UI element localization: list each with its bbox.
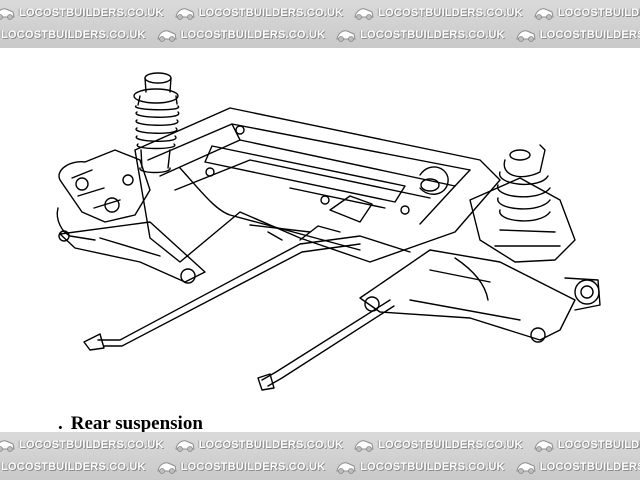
watermark-text: LOCOSTBUILDERS.CO.UK xyxy=(19,439,164,451)
car-logo-icon xyxy=(336,30,356,42)
watermark: LOCOSTBUILDERS.CO.UK xyxy=(156,25,326,45)
car-logo-icon xyxy=(516,462,536,474)
car-logo-icon xyxy=(354,440,374,452)
watermark: LOCOSTBUILDERS.CO.UK xyxy=(335,457,505,477)
right-spring-strut xyxy=(497,144,551,222)
center-bracket xyxy=(299,195,373,241)
subframe xyxy=(134,107,501,263)
watermark: LOCOSTBUILDERS.CO.UK xyxy=(533,3,640,23)
car-logo-icon xyxy=(534,440,554,452)
watermark-text: LOCOSTBUILDERS.CO.UK xyxy=(180,29,326,41)
watermark-text: LOCOSTBUILDERS.CO.UK xyxy=(198,439,344,451)
car-logo-icon xyxy=(0,8,15,20)
watermark-text: LOCOSTBUILDERS.CO.UK xyxy=(360,29,505,41)
left-lower-control-arm xyxy=(58,221,206,284)
watermark-text: LOCOSTBUILDERS.CO.UK xyxy=(198,7,344,19)
watermark-text: LOCOSTBUILDERS.CO.UK xyxy=(360,461,505,473)
anti-roll-bar xyxy=(83,235,411,391)
watermark-text: LOCOSTBUILDERS.CO.UK xyxy=(1,461,146,473)
car-logo-icon xyxy=(534,8,554,20)
watermark: LOCOSTBUILDERS.CO.UK xyxy=(0,435,164,455)
watermark-row: LOCOSTBUILDERS.CO.UK LOCOSTBUILDERS.CO.UK… xyxy=(0,25,640,45)
watermark-text: LOCOSTBUILDERS.CO.UK xyxy=(557,7,640,19)
right-upright xyxy=(469,177,601,311)
car-logo-icon xyxy=(0,440,15,452)
watermark: LOCOSTBUILDERS.CO.UK xyxy=(0,457,146,477)
car-logo-icon xyxy=(156,30,177,42)
watermark-text: LOCOSTBUILDERS.CO.UK xyxy=(557,439,640,451)
watermark-row: LOCOSTBUILDERS.CO.UK LOCOSTBUILDERS.CO.UK… xyxy=(0,435,640,455)
left-spring-strut xyxy=(133,72,180,174)
watermark-text: LOCOSTBUILDERS.CO.UK xyxy=(378,439,523,451)
watermark: LOCOSTBUILDERS.CO.UK xyxy=(174,3,344,23)
watermark: LOCOSTBUILDERS.CO.UK xyxy=(515,25,640,45)
rear-suspension-drawing xyxy=(56,72,601,391)
car-logo-icon xyxy=(354,8,374,20)
watermark: LOCOSTBUILDERS.CO.UK xyxy=(174,435,344,455)
watermark: LOCOSTBUILDERS.CO.UK xyxy=(335,25,505,45)
watermark: LOCOSTBUILDERS.CO.UK xyxy=(515,457,640,477)
watermark: LOCOSTBUILDERS.CO.UK xyxy=(353,435,523,455)
watermark-text: LOCOSTBUILDERS.CO.UK xyxy=(19,7,164,19)
watermark-text: LOCOSTBUILDERS.CO.UK xyxy=(539,461,640,473)
caption-text: Rear suspension xyxy=(70,413,203,432)
watermark: LOCOSTBUILDERS.CO.UK xyxy=(156,457,326,477)
watermark-text: LOCOSTBUILDERS.CO.UK xyxy=(1,29,146,41)
car-logo-icon xyxy=(174,8,195,20)
car-logo-icon xyxy=(156,462,177,474)
watermark-text: LOCOSTBUILDERS.CO.UK xyxy=(180,461,326,473)
watermark-text: LOCOSTBUILDERS.CO.UK xyxy=(539,29,640,41)
watermark: LOCOSTBUILDERS.CO.UK xyxy=(0,25,146,45)
caption-bullet: . xyxy=(58,413,63,432)
watermark-row: LOCOSTBUILDERS.CO.UK LOCOSTBUILDERS.CO.UK… xyxy=(0,457,640,477)
figure-caption: . Rear suspension xyxy=(58,410,203,432)
watermark-text: LOCOSTBUILDERS.CO.UK xyxy=(378,7,523,19)
watermark-row: LOCOSTBUILDERS.CO.UK LOCOSTBUILDERS.CO.UK… xyxy=(0,3,640,23)
watermark: LOCOSTBUILDERS.CO.UK xyxy=(0,3,164,23)
car-logo-icon xyxy=(336,462,356,474)
right-lower-control-arm xyxy=(359,249,576,343)
watermark: LOCOSTBUILDERS.CO.UK xyxy=(533,435,640,455)
watermark: LOCOSTBUILDERS.CO.UK xyxy=(353,3,523,23)
watermark-banner-bottom: LOCOSTBUILDERS.CO.UK LOCOSTBUILDERS.CO.UK… xyxy=(0,432,640,480)
car-logo-icon xyxy=(516,30,536,42)
left-upright xyxy=(56,149,151,241)
watermark-banner-top: LOCOSTBUILDERS.CO.UK LOCOSTBUILDERS.CO.UK… xyxy=(0,0,640,48)
car-logo-icon xyxy=(174,440,195,452)
